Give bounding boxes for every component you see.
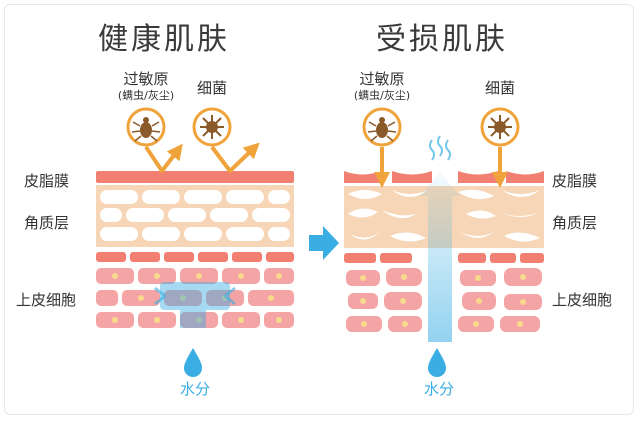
allergen-sub-right: (螨虫/灰尘) xyxy=(353,89,411,102)
stratum-label-left: 角质层 xyxy=(24,214,70,232)
bacteria-label-right: 细菌 xyxy=(484,79,515,97)
allergen-label-right: 过敏原 xyxy=(359,70,405,88)
bacteria-label-left: 细菌 xyxy=(196,79,227,97)
sebum-film-right xyxy=(344,171,544,183)
epidermal-cells-right xyxy=(346,268,542,332)
healthy-skin-title: 健康肌肤 xyxy=(98,22,230,57)
water-label-right: 水分 xyxy=(424,380,455,398)
damaged-skin-panel xyxy=(344,107,544,377)
figure-frame xyxy=(4,4,634,415)
water-label-left: 水分 xyxy=(180,380,211,398)
deflect-arrow-bacteria xyxy=(210,142,260,173)
evaporation-icon xyxy=(429,135,451,161)
allergen-sub-left: (螨虫/灰尘) xyxy=(117,89,175,102)
transition-arrow-icon xyxy=(309,226,339,260)
stratum-label-right: 角质层 xyxy=(552,214,598,232)
water-retention-left xyxy=(160,282,230,328)
water-drop-icon-left xyxy=(184,348,202,377)
healthy-skin-panel xyxy=(96,107,294,377)
allergen-label-left: 过敏原 xyxy=(123,70,169,88)
stratum-cells-left xyxy=(100,190,290,241)
water-drop-icon-right xyxy=(428,348,446,377)
epidermal-cells-left xyxy=(96,268,294,328)
sebum-film-left xyxy=(96,171,294,183)
epidermis-label-left: 上皮细胞 xyxy=(16,291,77,309)
sebum-label-right: 皮脂膜 xyxy=(552,172,598,190)
epidermis-label-right: 上皮细胞 xyxy=(552,291,613,309)
basal-band-right xyxy=(344,253,544,263)
stratum-cells-right xyxy=(348,189,540,242)
basal-band-left xyxy=(96,252,294,262)
deflect-arrow-allergen xyxy=(144,143,183,173)
damaged-skin-title: 受损肌肤 xyxy=(376,22,508,57)
sebum-label-left: 皮脂膜 xyxy=(24,172,70,190)
water-loss-arrow xyxy=(420,172,460,342)
